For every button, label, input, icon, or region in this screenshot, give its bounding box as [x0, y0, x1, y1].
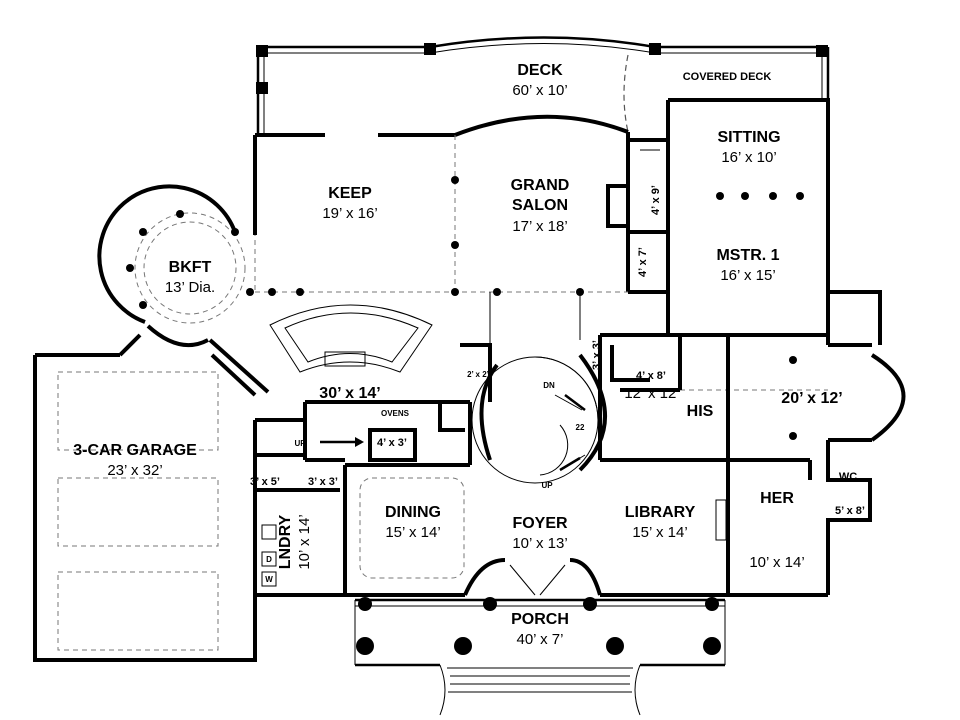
- porch-dim: 40’ x 7’: [517, 631, 564, 648]
- bkft-label: BKFT: [169, 259, 212, 276]
- mstr1-dim: 16’ x 15’: [720, 267, 775, 284]
- dining-dim: 15’ x 14’: [385, 524, 440, 541]
- stair-count-label: 22: [576, 423, 585, 432]
- interior-walls: [255, 149, 828, 595]
- closet-4x7-label: 4’ x 7’: [637, 247, 649, 277]
- interior-column-grid: [246, 135, 828, 440]
- sitting-label: SITTING: [717, 129, 780, 146]
- porch-area: [354, 597, 726, 716]
- stair-arrows: [320, 394, 586, 472]
- her-label: HER: [760, 490, 794, 507]
- closet-3x5-label: 3’ x 5’: [250, 476, 280, 488]
- library-dim: 15’ x 14’: [632, 524, 687, 541]
- covered-deck-label: COVERED DECK: [683, 71, 772, 83]
- his-dim: 12’ x 12’: [624, 385, 679, 402]
- stair-up-2-label: UP: [541, 481, 553, 490]
- grand-salon-label-2: SALON: [512, 197, 568, 214]
- laundry-label: LNDRY: [277, 514, 294, 569]
- keep-label: KEEP: [328, 185, 372, 202]
- porch-label: PORCH: [511, 611, 569, 628]
- stair-up-1-label: UP: [294, 439, 306, 448]
- keep-dim: 19’ x 16’: [322, 205, 377, 222]
- ovens-label: OVENS: [381, 409, 410, 418]
- closet-2x2-label: 2’ x 2’: [467, 370, 489, 379]
- stair-dn-label: DN: [543, 381, 555, 390]
- bkft-dim: 13’ Dia.: [165, 279, 215, 296]
- closet-3x3a-label: 3’ x 3’: [591, 340, 603, 370]
- deck-label: DECK: [517, 62, 563, 79]
- garage-dim: 23’ x 32’: [107, 462, 162, 479]
- room-labels: DECK 60’ x 10’ COVERED DECK SITTING 16’ …: [73, 62, 865, 648]
- closet-4x3-label: 4’ x 3’: [377, 437, 407, 449]
- grand-salon-dim: 17’ x 18’: [512, 218, 567, 235]
- dryer-label: D: [266, 555, 272, 564]
- wc-dim: 5’ x 8’: [835, 505, 865, 517]
- sitting-dim: 16’ x 10’: [721, 149, 776, 166]
- garage-bays: [57, 371, 219, 651]
- exterior-walls: [33, 98, 906, 662]
- library-label: LIBRARY: [625, 504, 696, 521]
- laundry-dim: 10’ x 14’: [296, 514, 313, 569]
- small-labels: 4’ x 9’ 4’ x 7’ 3’ x 3’ 4’ x 8’ 2’ x 2’ …: [250, 185, 666, 584]
- her-dim: 10’ x 14’: [749, 554, 804, 571]
- bkft-round: [97, 184, 246, 348]
- closet-3x3b-label: 3’ x 3’: [308, 476, 338, 488]
- dining-label: DINING: [385, 504, 441, 521]
- grand-salon-label-1: GRAND: [511, 177, 570, 194]
- mstr1-label: MSTR. 1: [716, 247, 779, 264]
- his-label: HIS: [687, 403, 714, 420]
- master-bath-dim: 20’ x 12’: [781, 390, 842, 407]
- closet-4x9-label: 4’ x 9’: [650, 185, 662, 215]
- kitchen-dim: 30’ x 14’: [319, 385, 380, 402]
- wc-label: WC: [839, 471, 857, 483]
- foyer-dim: 10’ x 13’: [512, 535, 567, 552]
- garage-label: 3-CAR GARAGE: [73, 442, 197, 459]
- deck-area: [256, 36, 830, 135]
- deck-dim: 60’ x 10’: [512, 82, 567, 99]
- closet-4x8-label: 4’ x 8’: [636, 370, 666, 382]
- washer-label: W: [265, 575, 273, 584]
- foyer-label: FOYER: [512, 515, 568, 532]
